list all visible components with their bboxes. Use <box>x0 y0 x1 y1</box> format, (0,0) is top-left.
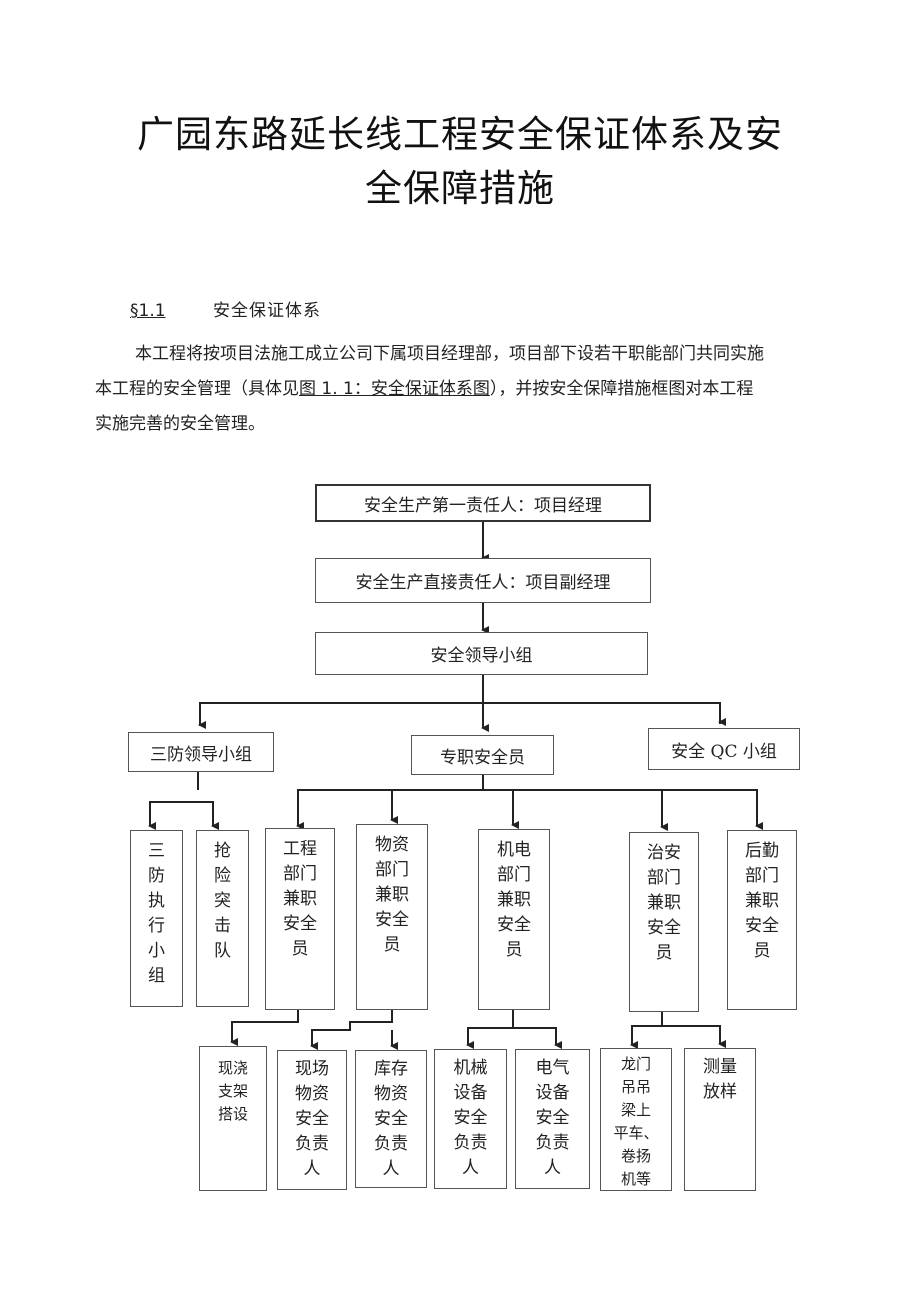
figure-reference-link[interactable]: 图 1. 1：安全保证体系图 <box>299 379 490 399</box>
org-box-eng-dept: 工程 部门 兼职 安全 员 <box>265 828 335 1010</box>
org-box-label: 后勤 部门 兼职 安全 员 <box>745 841 779 961</box>
org-box-pour-support: 现浇 支架 搭设 <box>199 1046 267 1191</box>
org-box-label: 工程 部门 兼职 安全 员 <box>283 839 317 959</box>
org-box-zhuanzhi: 专职安全员 <box>411 735 554 775</box>
org-box-label: 龙门 吊吊 梁上 平车、 卷扬 机等 <box>613 1055 659 1188</box>
org-box-mat-dept: 物资 部门 兼职 安全 员 <box>356 824 428 1010</box>
org-box-deputy: 安全生产直接责任人：项目副经理 <box>315 558 651 603</box>
org-box-label: 电气 设备 安全 负责 人 <box>535 1058 570 1178</box>
connector <box>230 1010 299 1046</box>
org-box-machine: 机械 设备 安全 负责 人 <box>434 1049 507 1189</box>
org-box-label: 安全生产直接责任人：项目副经理 <box>355 573 611 593</box>
paragraph-line: 本工程将按项目法施工成立公司下属项目经理部，项目部下设若干职能部门共同实施 <box>135 344 764 364</box>
org-box-top: 安全生产第一责任人：项目经理 <box>315 484 651 522</box>
org-box-label: 机械 设备 安全 负责 人 <box>453 1058 488 1178</box>
section-heading: §1.1 安全保证体系 <box>130 296 321 321</box>
org-box-label: 专职安全员 <box>440 747 525 768</box>
org-box-exec-team: 三 防 执 行 小 组 <box>130 830 183 1007</box>
org-box-site-material: 现场 物资 安全 负责 人 <box>277 1050 347 1190</box>
org-box-survey: 测量 放样 <box>684 1048 756 1191</box>
document-title-line1: 广园东路延长线工程安全保证体系及安 <box>137 113 783 156</box>
org-box-electric: 电气 设备 安全 负责 人 <box>515 1049 590 1189</box>
org-box-label: 库存 物资 安全 负责 人 <box>374 1059 408 1179</box>
org-box-label: 机电 部门 兼职 安全 员 <box>497 840 531 960</box>
org-box-label: 三 防 执 行 小 组 <box>148 841 165 986</box>
org-box-label: 治安 部门 兼职 安全 员 <box>647 843 681 963</box>
org-box-label: 三防领导小组 <box>150 744 252 765</box>
body-paragraph: 本工程将按项目法施工成立公司下属项目经理部，项目部下设若干职能部门共同实施 本工… <box>95 337 830 442</box>
org-box-label: 物资 部门 兼职 安全 员 <box>375 835 409 955</box>
connector <box>630 1012 663 1049</box>
org-box-label: 测量 放样 <box>703 1057 737 1102</box>
section-name: 安全保证体系 <box>212 301 321 321</box>
connector <box>199 702 721 726</box>
connector <box>297 789 758 825</box>
org-box-sec-dept: 治安 部门 兼职 安全 员 <box>629 832 699 1012</box>
paragraph-line: 本工程的安全管理（具体见图 1. 1：安全保证体系图），并按安全保障措施框图对本… <box>95 372 830 407</box>
org-box-gantry: 龙门 吊吊 梁上 平车、 卷扬 机等 <box>600 1048 672 1191</box>
section-number: §1.1 <box>130 301 166 321</box>
org-box-label: 安全生产第一责任人：项目经理 <box>364 495 602 516</box>
org-box-rescue-team: 抢 险 突 击 队 <box>196 830 249 1007</box>
org-box-leadership: 安全领导小组 <box>315 632 648 675</box>
paragraph-text: 本工程的安全管理（具体见 <box>95 379 299 399</box>
connector <box>662 1025 726 1048</box>
org-box-qc: 安全 QC 小组 <box>648 728 800 770</box>
connector <box>466 1010 514 1049</box>
connector <box>149 801 214 825</box>
org-box-label: 现浇 支架 搭设 <box>217 1059 248 1123</box>
org-box-mech-dept: 机电 部门 兼职 安全 员 <box>478 829 550 1010</box>
org-box-label: 安全领导小组 <box>430 646 533 666</box>
org-box-label: 现场 物资 安全 负责 人 <box>295 1059 329 1179</box>
org-box-label: 安全 QC 小组 <box>671 741 777 762</box>
paragraph-text: ），并按安全保障措施框图对本工程 <box>489 379 754 399</box>
paragraph-line: 实施完善的安全管理。 <box>95 414 265 434</box>
connector <box>310 1010 393 1050</box>
document-title-line2: 全保障措施 <box>365 167 555 210</box>
org-box-label: 抢 险 突 击 队 <box>214 841 231 961</box>
org-box-store-material: 库存 物资 安全 负责 人 <box>355 1050 427 1188</box>
org-box-log-dept: 后勤 部门 兼职 安全 员 <box>727 830 797 1010</box>
connector <box>513 1027 562 1049</box>
org-box-sanfang: 三防领导小组 <box>128 732 274 772</box>
